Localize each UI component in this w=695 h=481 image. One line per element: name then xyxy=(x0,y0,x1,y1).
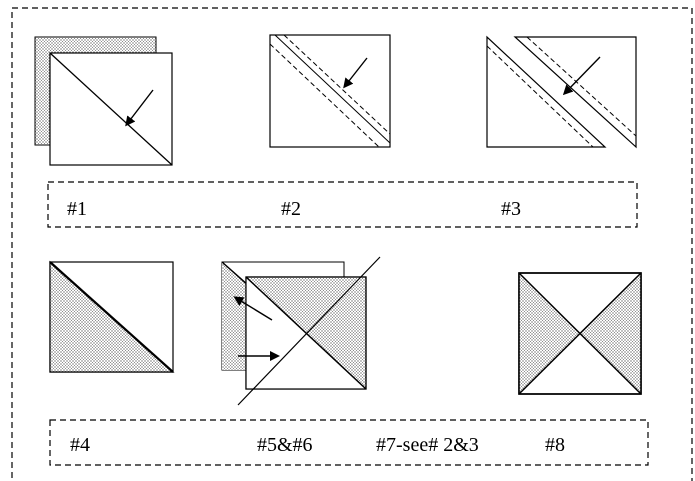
step2-center-line xyxy=(274,34,391,144)
step3-upper-seam-line xyxy=(526,36,637,137)
step4-diagonal-line xyxy=(49,261,174,373)
step3-figure xyxy=(486,35,637,149)
step5-6-figure xyxy=(221,256,381,406)
step5-6-label: #5&#6 xyxy=(257,434,313,456)
step8-right-shaded-triangle xyxy=(580,273,641,394)
step4-figure xyxy=(49,260,175,373)
step2-seam-line-2 xyxy=(283,34,391,135)
outer-dashed-frame xyxy=(11,7,693,481)
label-box-top xyxy=(47,181,638,228)
step2-seam-line-1 xyxy=(269,43,380,148)
step8-figure xyxy=(518,272,642,395)
step3-lower-seam-line xyxy=(486,45,594,148)
step3-lower-triangle xyxy=(486,35,607,148)
step3-arrow xyxy=(562,56,601,96)
step3-label: #3 xyxy=(501,198,521,220)
step5-arrow-upper xyxy=(233,296,273,321)
step1-label: #1 xyxy=(67,198,87,220)
step1-figure xyxy=(34,36,173,166)
step8-label: #8 xyxy=(545,434,565,456)
step5-front-square-outline xyxy=(245,276,367,390)
label-box-bottom xyxy=(49,419,649,466)
step8-left-shaded-triangle xyxy=(519,273,580,394)
step8-square-outline xyxy=(518,272,642,395)
step1-arrow xyxy=(125,89,154,127)
step1-diagonal-line xyxy=(49,52,173,166)
step3-upper-triangle xyxy=(513,36,637,149)
step6-cut-line xyxy=(237,256,381,406)
step2-figure xyxy=(269,34,391,148)
step2-label: #2 xyxy=(281,198,301,220)
step8-diagonal-b xyxy=(518,272,642,395)
step5-front-diagonal xyxy=(245,276,367,390)
step2-arrow xyxy=(343,57,368,89)
step7-label: #7-see# 2&3 xyxy=(376,434,479,456)
step4-label: #4 xyxy=(70,434,90,456)
step2-square xyxy=(269,34,391,148)
